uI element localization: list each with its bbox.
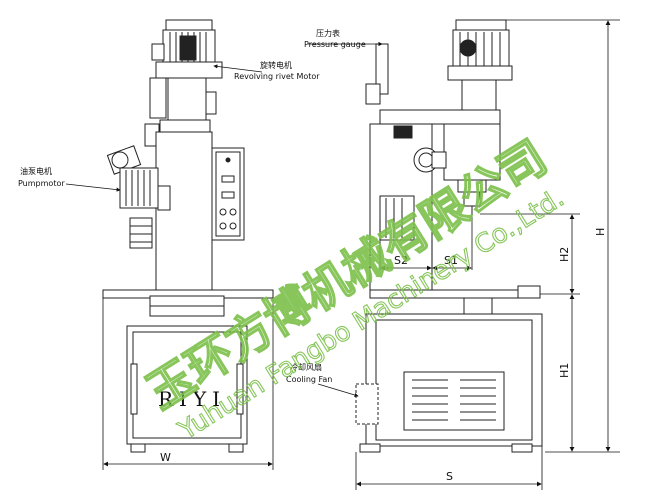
dim-s1-label: S1 bbox=[444, 254, 458, 267]
revolving-rivet-motor bbox=[151, 19, 223, 79]
brand-label: RIYI bbox=[158, 387, 226, 411]
side-rivet-motor bbox=[447, 19, 513, 81]
dim-h2-label: H2 bbox=[558, 247, 571, 262]
cooling-grille bbox=[403, 371, 505, 431]
control-panel bbox=[211, 147, 245, 241]
pump-motor-label-en: Pumpmotor bbox=[18, 179, 65, 188]
dim-h1-label: H1 bbox=[558, 363, 571, 378]
pump-motor bbox=[106, 145, 171, 249]
pump-motor-label-cn: 油泵电机 bbox=[20, 166, 52, 176]
pressure-gauge-label-cn: 压力表 bbox=[316, 28, 340, 38]
front-view bbox=[102, 19, 274, 453]
cooling-fan-label-en: Cooling Fan bbox=[286, 375, 332, 384]
dim-s-label: S bbox=[446, 470, 453, 483]
side-view bbox=[355, 19, 543, 453]
dim-h-label: H bbox=[594, 228, 607, 236]
callout-leaders bbox=[65, 41, 383, 398]
side-dimensions bbox=[355, 19, 620, 490]
rivet-motor-label-cn: 旋转电机 bbox=[260, 60, 292, 70]
dim-w-label: W bbox=[160, 451, 171, 464]
cooling-fan-label-cn: 冷却风扇 bbox=[290, 362, 322, 372]
pressure-gauge-label-en: Pressure gauge bbox=[304, 40, 366, 49]
front-cabinet bbox=[126, 325, 248, 453]
dimension-w bbox=[102, 298, 274, 470]
dim-s2-label: S2 bbox=[394, 254, 408, 267]
rivet-motor-label-en: Revolving rivet Motor bbox=[234, 72, 320, 81]
